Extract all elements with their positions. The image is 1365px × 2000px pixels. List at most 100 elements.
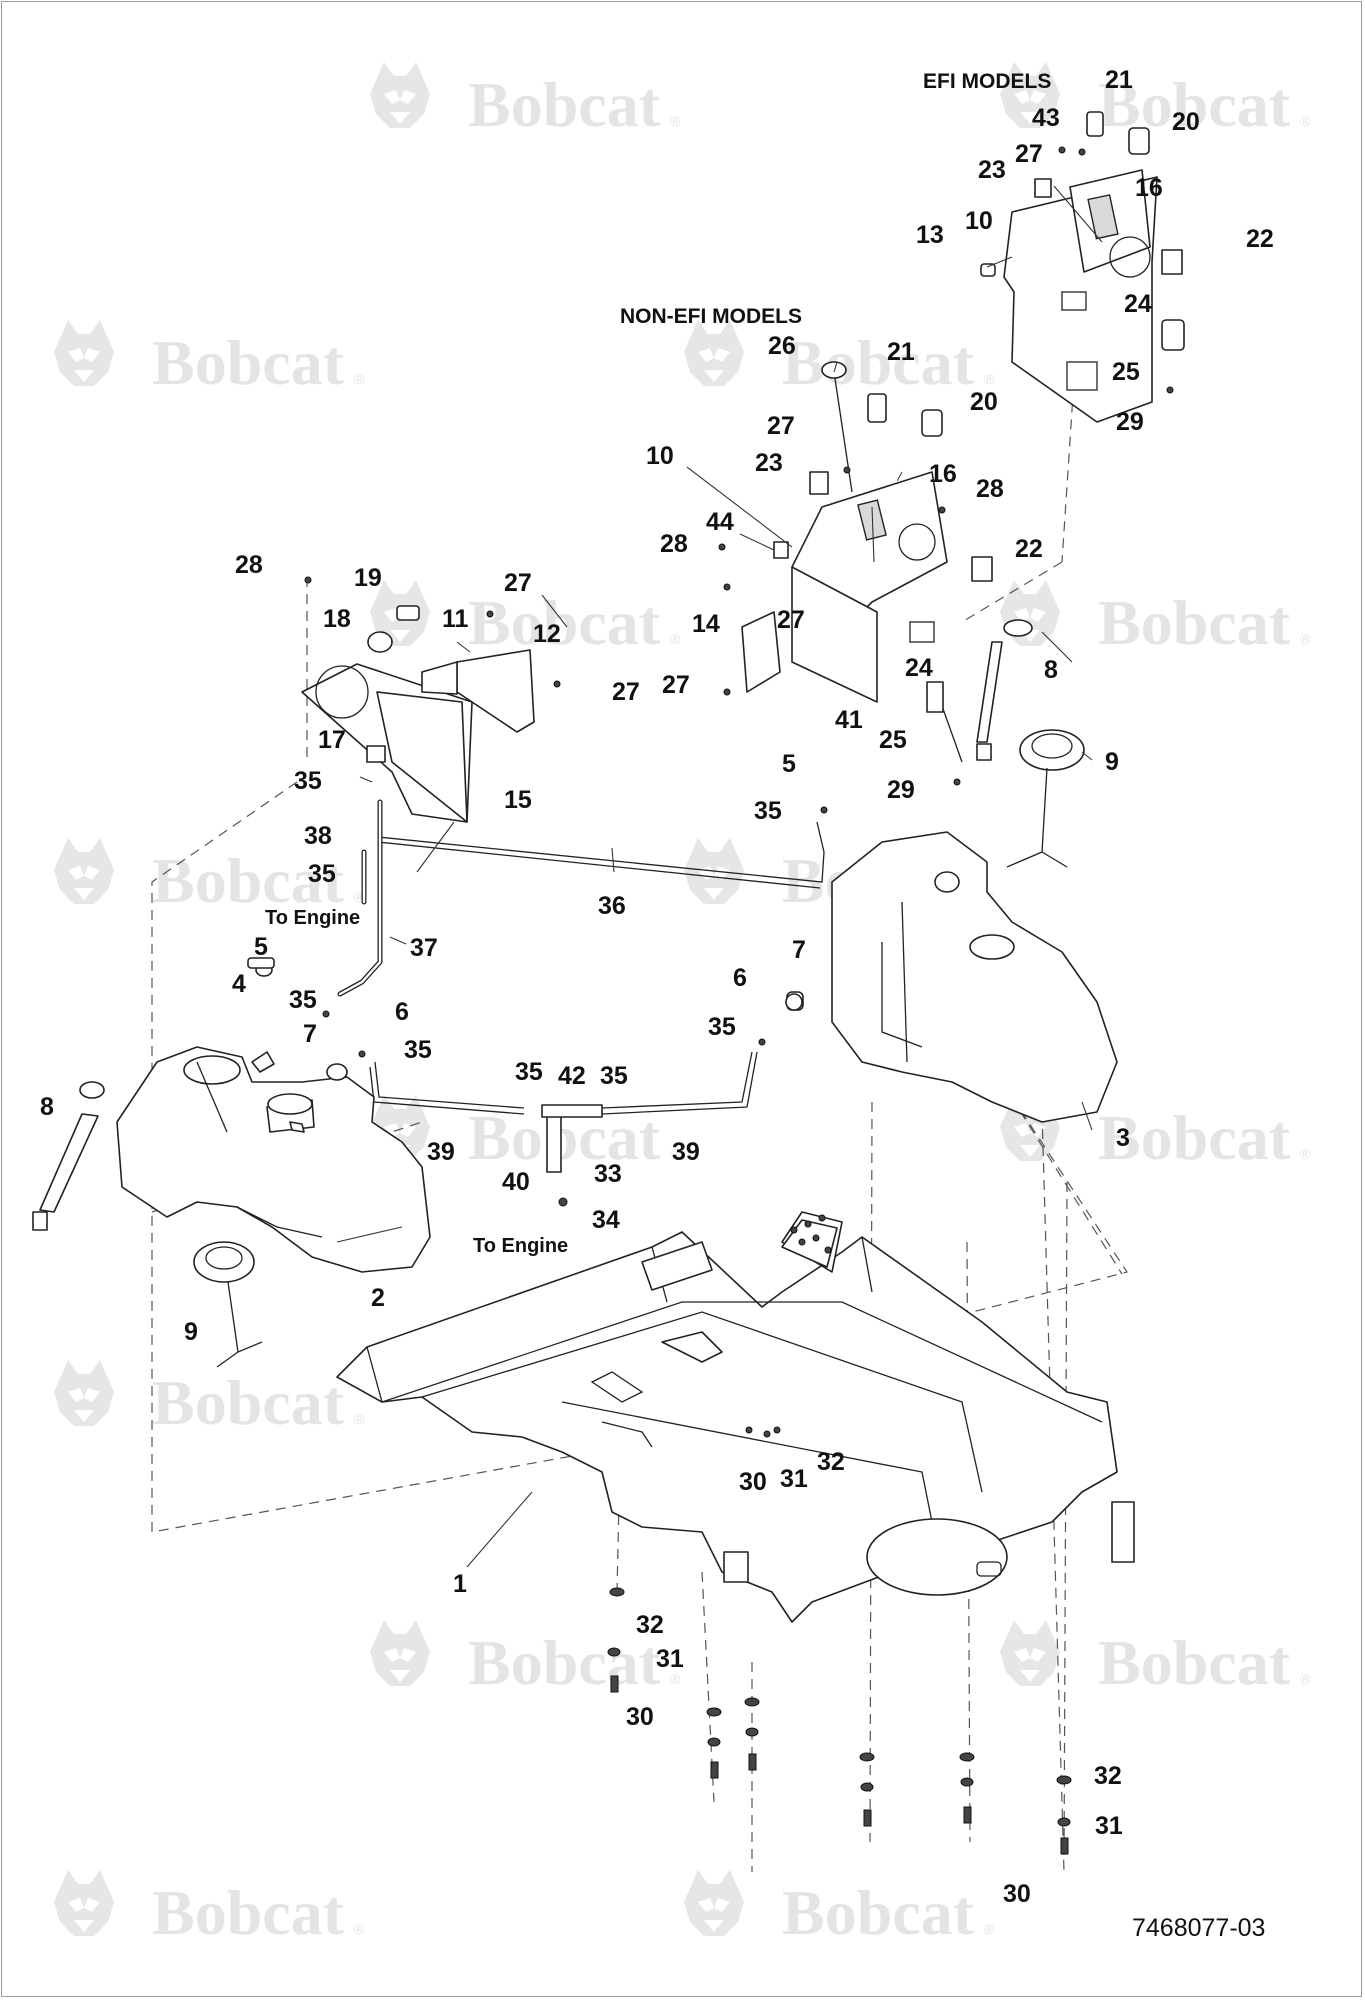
- callout-26: 26: [768, 332, 796, 360]
- efi-dash-panel: [980, 111, 1185, 423]
- watermark-reg: ®: [1300, 1146, 1311, 1162]
- callout-30: 30: [739, 1468, 767, 1496]
- non-efi-models-header: NON-EFI MODELS: [620, 305, 802, 328]
- callout-32: 32: [636, 1611, 664, 1639]
- callout-28: 28: [235, 551, 263, 579]
- part-callouts: 21 43 20 23 27 16 13 10 22 24 25 29 26 2…: [40, 66, 1274, 1908]
- watermark-reg: ®: [984, 1921, 995, 1937]
- callout-35: 35: [754, 797, 782, 825]
- callout-13: 13: [916, 221, 944, 249]
- callout-5: 5: [254, 933, 268, 961]
- watermark-text: Bobcat: [1098, 587, 1291, 658]
- callout-35: 35: [404, 1036, 432, 1064]
- callout-27: 27: [662, 671, 690, 699]
- callout-8: 8: [1044, 656, 1058, 684]
- callout-10: 10: [965, 207, 993, 235]
- to-engine-note: To Engine: [473, 1235, 568, 1257]
- callout-34: 34: [592, 1206, 620, 1234]
- callout-41: 41: [835, 706, 863, 734]
- left-control-panel: [301, 576, 561, 823]
- callout-35: 35: [708, 1013, 736, 1041]
- callout-24: 24: [1124, 290, 1152, 318]
- watermark-reg: ®: [670, 1671, 681, 1687]
- callout-17: 17: [318, 726, 346, 754]
- watermark-reg: ®: [670, 1146, 681, 1162]
- callout-23: 23: [755, 449, 783, 477]
- callout-21: 21: [1105, 66, 1133, 94]
- callout-31: 31: [1095, 1812, 1123, 1840]
- callout-25: 25: [879, 726, 907, 754]
- callout-25: 25: [1112, 358, 1140, 386]
- callout-27: 27: [767, 412, 795, 440]
- callout-32: 32: [1094, 1762, 1122, 1790]
- watermark-reg: ®: [670, 631, 681, 647]
- drawing-number: 7468077-03: [1132, 1914, 1265, 1942]
- callout-38: 38: [304, 822, 332, 850]
- watermark-reg: ®: [670, 113, 681, 129]
- callout-42: 42: [558, 1062, 586, 1090]
- callout-30: 30: [1003, 1880, 1031, 1908]
- callout-29: 29: [1116, 408, 1144, 436]
- callout-6: 6: [395, 998, 409, 1026]
- callout-27: 27: [612, 678, 640, 706]
- callout-29: 29: [887, 776, 915, 804]
- callout-20: 20: [970, 388, 998, 416]
- watermark-text: Bobcat: [152, 1367, 345, 1438]
- callout-39: 39: [672, 1138, 700, 1166]
- callout-31: 31: [656, 1645, 684, 1673]
- callout-20: 20: [1172, 108, 1200, 136]
- callout-4: 4: [232, 970, 246, 998]
- callout-28: 28: [660, 530, 688, 558]
- callout-10: 10: [646, 442, 674, 470]
- callout-8: 8: [40, 1093, 54, 1121]
- watermark-text: Bobcat: [782, 1877, 975, 1948]
- callout-30: 30: [626, 1703, 654, 1731]
- callout-28: 28: [976, 475, 1004, 503]
- left-fuel-tank: [116, 957, 431, 1273]
- watermark-text: Bobcat: [782, 327, 975, 398]
- callout-14: 14: [692, 610, 720, 638]
- callout-33: 33: [594, 1160, 622, 1188]
- callout-37: 37: [410, 934, 438, 962]
- callout-35: 35: [515, 1058, 543, 1086]
- callout-44: 44: [706, 508, 734, 536]
- watermark-text: Bobcat: [1098, 1102, 1291, 1173]
- watermark-reg: ®: [1300, 113, 1311, 129]
- watermark-reg: ®: [1300, 1671, 1311, 1687]
- callout-27: 27: [1015, 140, 1043, 168]
- callout-40: 40: [502, 1168, 530, 1196]
- watermark-reg: ®: [354, 1411, 365, 1427]
- callout-43: 43: [1032, 104, 1060, 132]
- callout-22: 22: [1015, 535, 1043, 563]
- callout-3: 3: [1116, 1124, 1130, 1152]
- callout-21: 21: [887, 338, 915, 366]
- callout-22: 22: [1246, 225, 1274, 253]
- callout-36: 36: [598, 892, 626, 920]
- callout-9: 9: [184, 1318, 198, 1346]
- callout-12: 12: [533, 620, 561, 648]
- non-efi-dash-panel: [718, 361, 993, 786]
- right-fuel-tank: [785, 831, 1118, 1123]
- watermark-reg: ®: [354, 889, 365, 905]
- callout-35: 35: [294, 767, 322, 795]
- watermark-text: Bobcat: [152, 1877, 345, 1948]
- callout-27: 27: [504, 569, 532, 597]
- callout-2: 2: [371, 1284, 385, 1312]
- watermark-text: Bobcat: [1098, 1627, 1291, 1698]
- callout-5: 5: [782, 750, 796, 778]
- callout-35: 35: [308, 860, 336, 888]
- callout-9: 9: [1105, 748, 1119, 776]
- callout-7: 7: [792, 936, 806, 964]
- watermark-text: Bobcat: [468, 1627, 661, 1698]
- callout-6: 6: [733, 964, 747, 992]
- watermark-reg: ®: [1300, 631, 1311, 647]
- chassis-frame: [336, 1211, 1135, 1623]
- callout-7: 7: [303, 1020, 317, 1048]
- watermark-reg: ®: [354, 371, 365, 387]
- callout-35: 35: [289, 986, 317, 1014]
- callout-24: 24: [905, 654, 933, 682]
- callout-15: 15: [504, 786, 532, 814]
- fuel-lines: [322, 799, 828, 1207]
